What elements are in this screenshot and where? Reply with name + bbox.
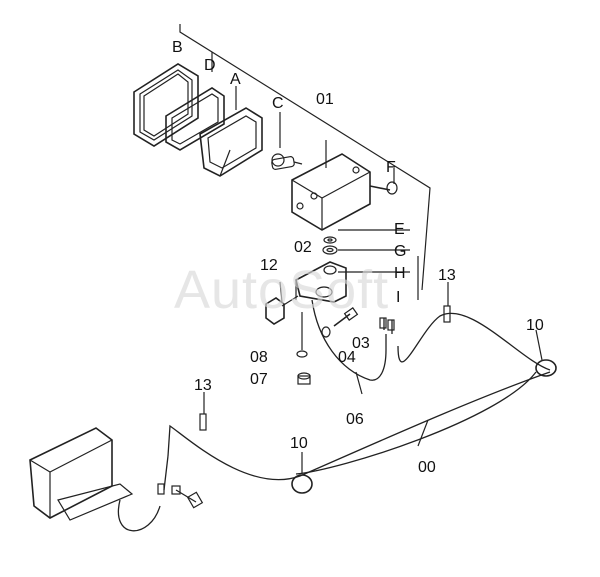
lens-frame-b (133, 63, 199, 147)
label-a: A (230, 71, 241, 88)
label-07: 07 (250, 371, 268, 388)
clamp-10-bottom (291, 452, 313, 494)
bulb-c (271, 153, 303, 170)
gasket-d (165, 87, 225, 151)
bolt-03 (333, 307, 359, 327)
label-02: 02 (294, 239, 312, 256)
cable-00 (167, 312, 551, 481)
label-f: F (386, 159, 396, 176)
screw-f (369, 181, 398, 195)
bolt-12 (265, 281, 299, 325)
washer-g (322, 245, 338, 255)
washer-04 (321, 326, 331, 338)
label-03: 03 (352, 335, 370, 352)
screw-07 (297, 372, 311, 385)
washer-e (323, 236, 337, 244)
label-10-bottom: 10 (290, 435, 308, 452)
watermark-text: AutoSoft (174, 260, 389, 320)
work-lamp-lower (29, 427, 204, 532)
label-00: 00 (418, 459, 436, 476)
label-e: E (394, 221, 405, 238)
label-12: 12 (260, 257, 278, 274)
label-13-left: 13 (194, 377, 212, 394)
label-d: D (204, 57, 216, 74)
label-h: H (394, 265, 406, 282)
label-04: 04 (338, 349, 356, 366)
harness-06 (311, 299, 395, 395)
label-01: 01 (316, 91, 334, 108)
label-13-top: 13 (438, 267, 456, 284)
label-g: G (394, 243, 406, 260)
label-10-right: 10 (526, 317, 544, 334)
lamp-body-01 (291, 153, 371, 231)
reflector-a (199, 107, 263, 177)
label-c: C (272, 95, 284, 112)
clamp-13-left (199, 392, 207, 431)
label-06: 06 (346, 411, 364, 428)
clamp-10-right (535, 329, 557, 377)
leader-frame (179, 24, 431, 300)
label-b: B (172, 39, 183, 56)
clamp-13-top (443, 282, 451, 323)
bracket-02 (295, 261, 347, 303)
label-08: 08 (250, 349, 268, 366)
label-i: I (396, 289, 400, 306)
washer-08 (296, 312, 308, 358)
